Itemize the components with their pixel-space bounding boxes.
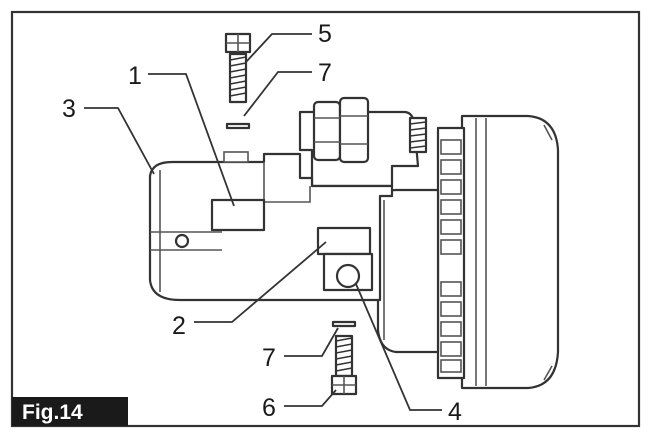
leader-line-6 [284,389,337,407]
bottom-washer [331,320,357,328]
callout-1: 1 [128,62,142,90]
leader-line-1 [148,73,235,207]
figure-label-box [12,397,128,426]
leader-line-7-top [243,71,312,117]
top-bolt [224,32,252,104]
callout-6: 6 [262,394,276,422]
lower-clamp [322,252,374,292]
leader-line-3 [84,107,155,175]
coupling-flange [376,188,440,354]
gear-ring [436,126,466,380]
leader-line-5 [245,33,312,63]
callout-5: 5 [318,20,332,48]
leader-line-2 [194,241,327,323]
motor-housing [460,114,560,390]
callout-2: 2 [172,312,186,340]
callout-4: 4 [448,398,462,426]
callout-3: 3 [62,95,76,123]
block-part-1 [210,198,266,232]
leader-line-4 [355,283,442,411]
key-part-2 [316,226,372,256]
callout-7-bottom: 7 [262,344,276,372]
top-washer [225,122,251,130]
leader-line-7-bottom [284,327,339,357]
callout-7-top: 7 [318,59,332,87]
top-clamp-block [298,96,428,188]
bottom-bolt [330,334,358,396]
figure-frame [10,10,641,428]
figure-label: Fig.14 [22,401,83,424]
